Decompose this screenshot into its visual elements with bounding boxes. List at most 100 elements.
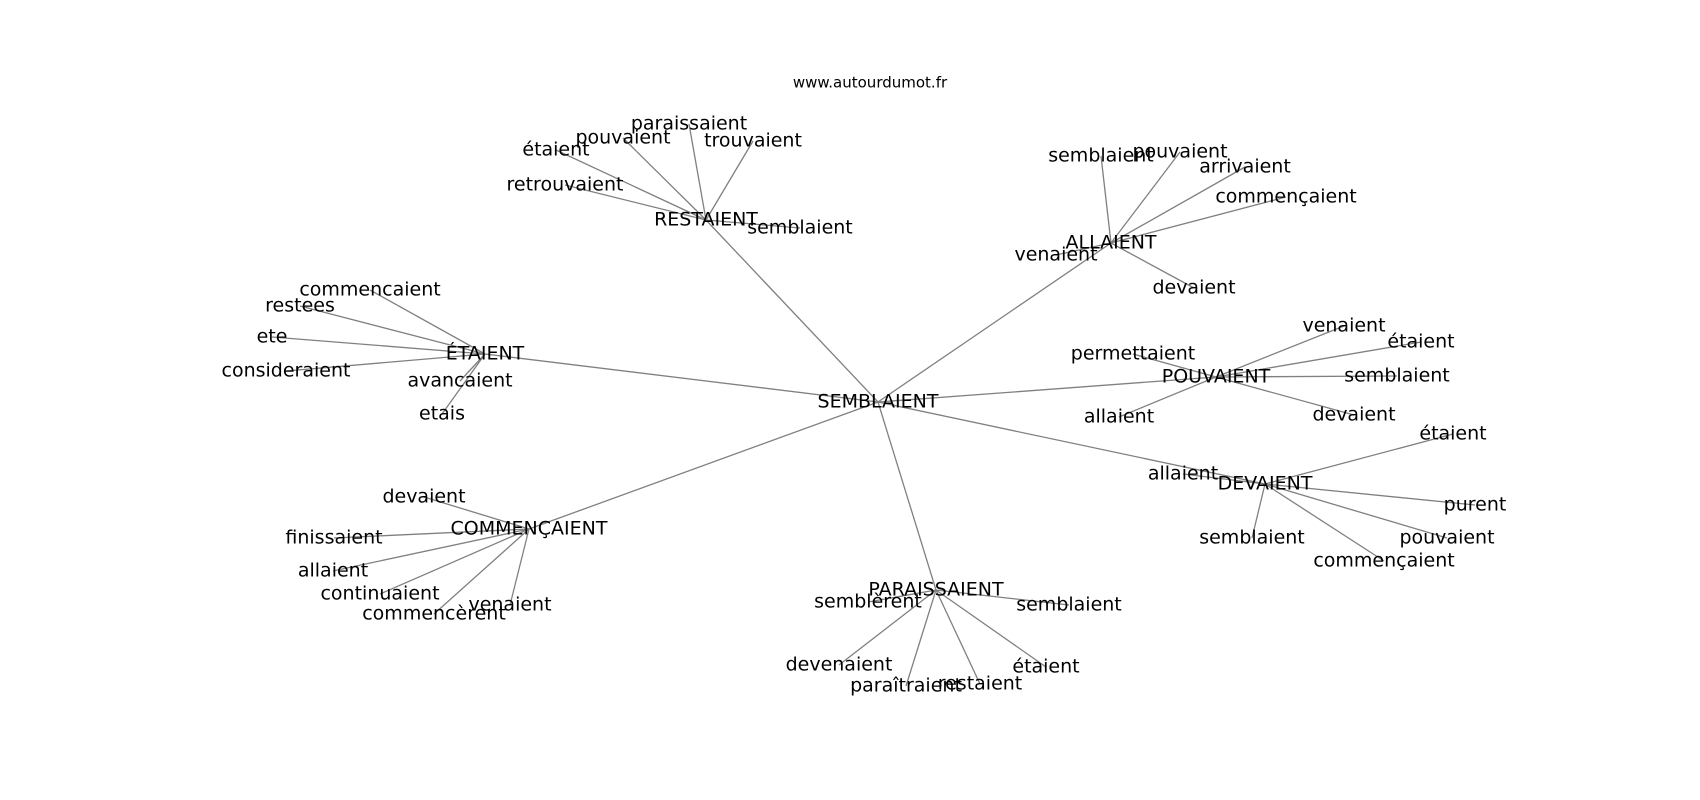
hub-leaf-edge bbox=[1215, 341, 1422, 378]
center-hub-edge bbox=[877, 401, 937, 591]
leaf-node: pouvaient bbox=[1399, 527, 1494, 549]
leaf-node: devenaient bbox=[786, 654, 893, 676]
hub-leaf-edge bbox=[1110, 196, 1287, 244]
hub-leaf-edge bbox=[935, 589, 981, 685]
leaf-node: retrouvaient bbox=[507, 174, 624, 196]
hub-leaf-edge bbox=[271, 336, 486, 355]
hub-leaf-edge bbox=[369, 289, 486, 355]
hub-leaf-edge bbox=[1110, 166, 1246, 244]
hub-leaf-edge bbox=[838, 589, 937, 666]
leaf-node: étaient bbox=[1387, 331, 1454, 353]
leaf-node: allaient bbox=[298, 560, 368, 582]
center-hub-edge bbox=[877, 242, 1112, 403]
hub-leaf-edge bbox=[1264, 433, 1454, 485]
hub-node-etaient: ÉTAIENT bbox=[446, 342, 525, 365]
watermark[interactable]: www.autourdumot.fr bbox=[793, 74, 948, 92]
hub-leaf-edge bbox=[1251, 483, 1266, 539]
hub-leaf-edge bbox=[433, 528, 530, 615]
leaf-node: paraissaient bbox=[631, 113, 747, 135]
hub-leaf-edge bbox=[1182, 473, 1266, 485]
hub-node-pouvaient: POUVAIENT bbox=[1162, 366, 1271, 388]
leaf-node: semblaient bbox=[1048, 145, 1154, 167]
hub-leaf-edge bbox=[935, 589, 1070, 606]
leaf-node: venaient bbox=[468, 594, 551, 616]
hub-leaf-edge bbox=[1215, 325, 1345, 378]
hub-leaf-edge bbox=[622, 137, 707, 221]
hub-leaf-edge bbox=[1055, 242, 1112, 256]
hub-leaf-edge bbox=[333, 528, 530, 539]
hub-leaf-edge bbox=[1110, 242, 1195, 289]
center-node: SEMBLAIENT bbox=[818, 391, 939, 413]
hub-leaf-edge bbox=[332, 528, 530, 572]
hub-leaf-edge bbox=[1215, 376, 1355, 416]
leaf-node: permettaient bbox=[1071, 343, 1195, 365]
hub-leaf-edge bbox=[1110, 151, 1181, 244]
hub-leaf-edge bbox=[705, 140, 754, 221]
hub-leaf-edge bbox=[935, 589, 1047, 668]
hub-leaf-edge bbox=[555, 149, 707, 221]
hub-leaf-edge bbox=[299, 305, 486, 355]
leaf-node: finissaient bbox=[285, 527, 382, 549]
hub-leaf-edge bbox=[1264, 483, 1448, 539]
hub-leaf-edge bbox=[1118, 376, 1217, 418]
leaf-node: devaient bbox=[1152, 277, 1235, 299]
leaf-node: étaient bbox=[522, 139, 589, 161]
hub-leaf-edge bbox=[285, 353, 486, 372]
hub-leaf-edge bbox=[1132, 353, 1217, 378]
leaf-node: avancaient bbox=[407, 370, 512, 392]
leaf-node: etais bbox=[419, 403, 465, 425]
leaf-node: semblaient bbox=[747, 217, 853, 239]
center-hub-edge bbox=[877, 401, 1266, 485]
leaf-node: arrivaient bbox=[1199, 156, 1291, 178]
leaf-node: commencèrent bbox=[362, 603, 506, 625]
leaf-node: commencaient bbox=[299, 279, 440, 301]
leaf-node: étaient bbox=[1419, 423, 1486, 445]
hub-node-allaient: ALLAIENT bbox=[1065, 232, 1156, 254]
leaf-node: commençaient bbox=[1215, 186, 1356, 208]
hub-leaf-edge bbox=[441, 353, 486, 415]
hub-node-paraissaient: PARAISSAIENT bbox=[868, 579, 1004, 601]
graph-edges bbox=[271, 123, 1476, 687]
leaf-node: restaient bbox=[938, 673, 1023, 695]
leaf-node: trouvaient bbox=[704, 130, 802, 152]
hub-leaf-edge bbox=[905, 589, 937, 687]
hub-leaf-edge bbox=[509, 528, 530, 606]
hub-leaf-edge bbox=[705, 219, 801, 229]
leaf-node: continuaient bbox=[320, 583, 439, 605]
leaf-node: devaient bbox=[382, 486, 465, 508]
leaf-node: semblaient bbox=[1199, 527, 1305, 549]
center-hub-edge bbox=[484, 353, 879, 403]
hub-leaf-edge bbox=[867, 589, 937, 603]
leaf-node: allaient bbox=[1148, 463, 1218, 485]
center-hub-edge bbox=[528, 401, 879, 530]
leaf-node: paraîtraient bbox=[850, 675, 962, 697]
leaf-node: pouvaient bbox=[575, 127, 670, 149]
leaf-node: commençaient bbox=[1313, 550, 1454, 572]
hub-node-devaient: DEVAIENT bbox=[1218, 473, 1313, 495]
leaf-node: devaient bbox=[1312, 404, 1395, 426]
hub-leaf-edge bbox=[564, 184, 707, 221]
hub-leaf-edge bbox=[1100, 155, 1112, 244]
hub-leaf-edge bbox=[379, 528, 530, 595]
leaf-node: restees bbox=[265, 295, 335, 317]
leaf-node: ete bbox=[257, 326, 288, 348]
leaf-node: semblaient bbox=[1016, 594, 1122, 616]
hub-node-restaient: RESTAIENT bbox=[654, 209, 758, 231]
leaf-node: étaient bbox=[1012, 656, 1079, 678]
leaf-node: venaient bbox=[1302, 315, 1385, 337]
center-hub-edge bbox=[705, 219, 879, 403]
center-hub-edge bbox=[877, 376, 1217, 403]
graph-labels: www.autourdumot.fr SEMBLAIENT RESTAIENT … bbox=[222, 74, 1507, 697]
hub-leaf-edge bbox=[459, 353, 486, 382]
leaf-node: semblèrent bbox=[814, 591, 922, 613]
leaf-node: purent bbox=[1444, 494, 1507, 516]
hub-leaf-edge bbox=[1264, 483, 1385, 562]
leaf-node: semblaient bbox=[1344, 365, 1450, 387]
leaf-node: consideraient bbox=[222, 360, 351, 382]
hub-node-commencaient: COMMENÇAIENT bbox=[451, 518, 608, 540]
hub-leaf-edge bbox=[423, 496, 530, 530]
hub-leaf-edge bbox=[1264, 483, 1476, 506]
leaf-node: pouvaient bbox=[1132, 141, 1227, 163]
hub-leaf-edge bbox=[688, 123, 707, 221]
